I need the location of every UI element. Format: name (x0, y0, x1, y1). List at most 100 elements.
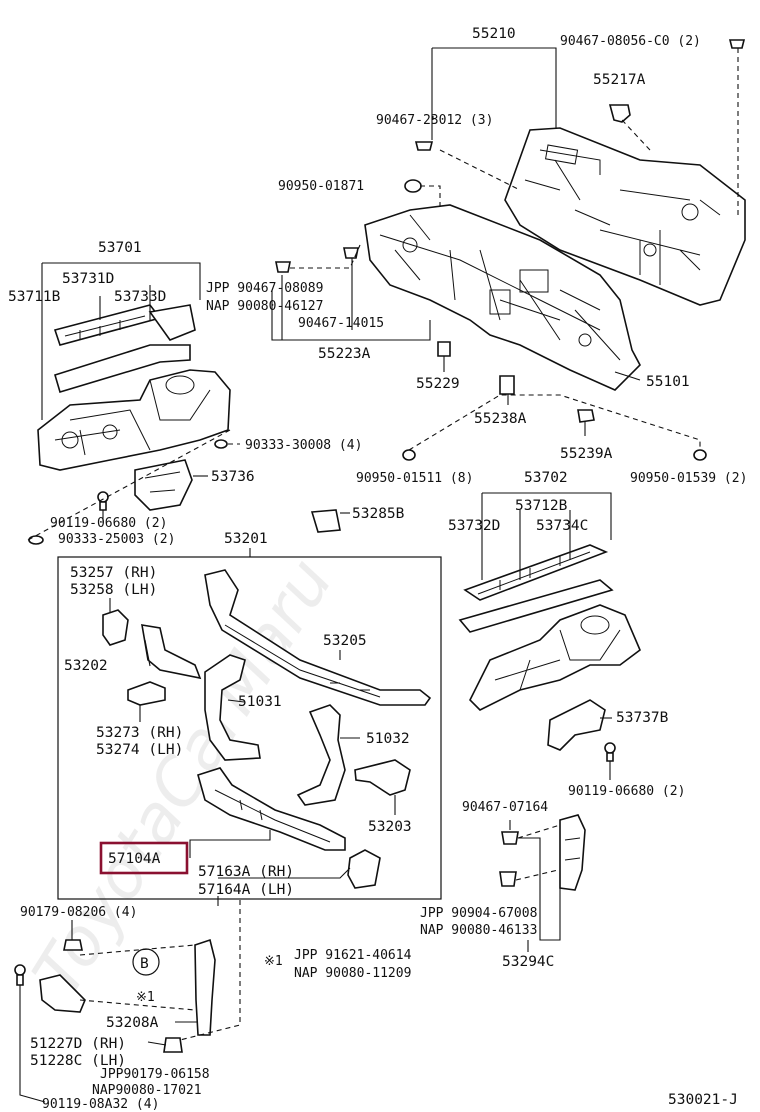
label-53736[interactable]: 53736 (211, 469, 255, 485)
label-53733D[interactable]: 53733D (114, 289, 166, 305)
label-jpp-90467-08089[interactable]: JPP 90467-08089 (206, 281, 323, 296)
label-90950-01539[interactable]: 90950-01539 (2) (630, 471, 747, 486)
label-55229[interactable]: 55229 (416, 376, 460, 392)
block-53285B[interactable] (310, 509, 341, 533)
bracket-53257[interactable] (102, 609, 129, 646)
label-nap-90080-11209[interactable]: NAP 90080-11209 (294, 966, 411, 981)
dash-panel-55210[interactable] (504, 127, 746, 306)
dash-panel-55101[interactable] (364, 204, 641, 391)
grommet-90333-25003[interactable] (28, 535, 44, 545)
bracket-51227D[interactable] (39, 974, 86, 1013)
label-90467-07164[interactable]: 90467-07164 (462, 800, 548, 815)
leader-lines (19, 47, 739, 1103)
clip-90467-07164[interactable] (501, 831, 519, 845)
bolt-90119-06680-left[interactable] (97, 491, 109, 511)
label-51227D[interactable]: 51227D (RH) (30, 1036, 126, 1052)
label-53731D[interactable]: 53731D (62, 271, 114, 287)
lower-support-57104A[interactable] (197, 767, 346, 851)
bracket-53294C[interactable] (559, 814, 586, 891)
label-53734C[interactable]: 53734C (536, 518, 588, 534)
bracket-53203[interactable] (354, 759, 411, 796)
side-support-51032[interactable] (296, 704, 346, 806)
nut-90179-08206[interactable] (63, 939, 83, 951)
label-57163A[interactable]: 57163A (RH) (198, 864, 294, 880)
grommet-55217A[interactable] (608, 104, 631, 123)
label-jpp-91621-40614[interactable]: JPP 91621-40614 (294, 948, 412, 963)
plug-90950-01511[interactable] (402, 449, 416, 461)
label-90467-08056[interactable]: 90467-08056-C0 (2) (560, 34, 701, 49)
label-55101[interactable]: 55101 (646, 374, 690, 390)
label-55217A[interactable]: 55217A (593, 72, 646, 88)
grommet-90333-30008[interactable] (214, 439, 228, 449)
plug-90950-01539[interactable] (693, 449, 707, 461)
label-nap-90080-46133[interactable]: NAP 90080-46133 (420, 923, 537, 938)
side-support-51031[interactable] (204, 654, 261, 761)
label-55238A[interactable]: 55238A (474, 411, 527, 427)
label-53732D[interactable]: 53732D (448, 518, 500, 534)
label-55210[interactable]: 55210 (472, 26, 516, 42)
clip-90467-23012[interactable] (414, 141, 434, 151)
label-nap-90080-17021[interactable]: NAP90080-17021 (92, 1083, 202, 1098)
apron-53701[interactable] (37, 304, 231, 471)
label-55239A[interactable]: 55239A (560, 446, 613, 462)
apron-53702[interactable] (458, 544, 641, 711)
label-55223A[interactable]: 55223A (318, 346, 371, 362)
label-90119-06680-b[interactable]: 90119-06680 (2) (568, 784, 685, 799)
label-57164A[interactable]: 57164A (LH) (198, 882, 294, 898)
label-51228C[interactable]: 51228C (LH) (30, 1053, 126, 1069)
label-90179-08206[interactable]: 90179-08206 (4) (20, 905, 137, 920)
label-90333-30008[interactable]: 90333-30008 (4) (245, 438, 362, 453)
brace-53208A[interactable] (194, 938, 216, 1036)
label-53203[interactable]: 53203 (368, 819, 412, 835)
label-53208A[interactable]: 53208A (106, 1015, 159, 1031)
bolt-90904-67008[interactable] (499, 871, 517, 887)
label-jpp-90179-06158[interactable]: JPP90179-06158 (100, 1067, 210, 1082)
bracket-53736[interactable] (134, 459, 193, 511)
label-53273[interactable]: 53273 (RH) (96, 725, 183, 741)
clip-90467-08089[interactable] (275, 261, 291, 273)
bracket-55238A[interactable] (499, 375, 515, 395)
clip-90467-08056[interactable] (728, 39, 746, 49)
label-53711B[interactable]: 53711B (8, 289, 61, 305)
diagram-code: 530021-J (668, 1092, 738, 1108)
watermark: ToyotaCarMaru (18, 545, 347, 1008)
clip-90467-14015[interactable] (343, 247, 359, 259)
bracket-53202[interactable] (141, 624, 202, 680)
label-51032[interactable]: 51032 (366, 731, 410, 747)
bracket-53737B[interactable] (547, 699, 606, 751)
label-53712B[interactable]: 53712B (515, 498, 568, 514)
label-nap-90080-46127[interactable]: NAP 90080-46127 (206, 299, 323, 314)
label-53294C[interactable]: 53294C (502, 954, 554, 970)
label-90467-14015[interactable]: 90467-14015 (298, 316, 384, 331)
label-53274[interactable]: 53274 (LH) (96, 742, 183, 758)
label-90119-08A32[interactable]: 90119-08A32 (4) (42, 1097, 159, 1112)
label-53258[interactable]: 53258 (LH) (70, 582, 157, 598)
label-90119-06680-a[interactable]: 90119-06680 (2) (50, 516, 167, 531)
label-53202[interactable]: 53202 (64, 658, 108, 674)
label-53285B[interactable]: 53285B (352, 506, 405, 522)
bolt-90119-06680-right[interactable] (604, 742, 616, 762)
label-53205[interactable]: 53205 (323, 633, 367, 649)
label-53702[interactable]: 53702 (524, 470, 568, 486)
nut-90179-06158[interactable] (163, 1037, 183, 1053)
label-57104A[interactable]: 57104A (108, 851, 161, 867)
label-51031[interactable]: 51031 (238, 694, 282, 710)
part-labels: 55210 90467-08056-C0 (2) 55217A 90467-23… (8, 26, 747, 1112)
label-53701[interactable]: 53701 (98, 240, 142, 256)
highlight-57104A[interactable] (99, 841, 189, 875)
bracket-55229[interactable] (437, 341, 451, 357)
upper-support-53205[interactable] (204, 569, 432, 706)
label-90467-23012[interactable]: 90467-23012 (3) (376, 113, 493, 128)
plug-90950-01871[interactable] (404, 179, 422, 193)
bracket-55239A[interactable] (577, 409, 595, 423)
label-53201[interactable]: 53201 (224, 531, 268, 547)
bolt-90119-08A32[interactable] (14, 964, 26, 986)
label-53257[interactable]: 53257 (RH) (70, 565, 157, 581)
label-90950-01871[interactable]: 90950-01871 (278, 179, 364, 194)
bracket-53273[interactable] (127, 681, 166, 706)
label-53737B[interactable]: 53737B (616, 710, 669, 726)
label-jpp-90904-67008[interactable]: JPP 90904-67008 (420, 906, 537, 921)
bracket-57163A[interactable] (347, 849, 381, 889)
label-90950-01511[interactable]: 90950-01511 (8) (356, 471, 473, 486)
label-90333-25003[interactable]: 90333-25003 (2) (58, 532, 175, 547)
